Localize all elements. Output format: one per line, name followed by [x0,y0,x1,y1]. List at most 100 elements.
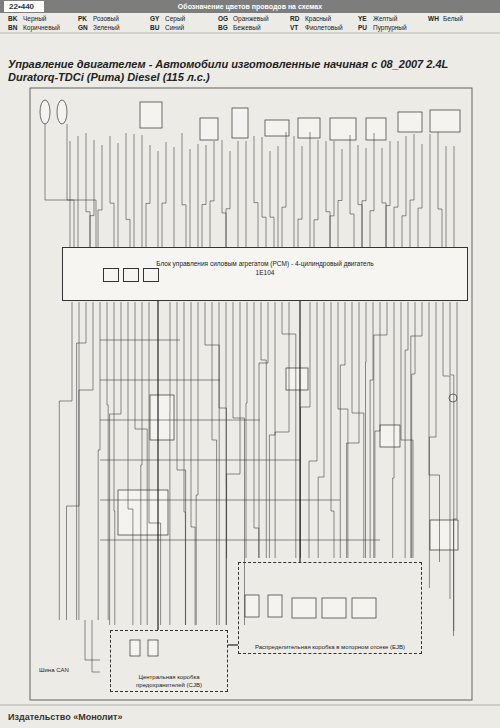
wire [59,302,72,620]
wire [401,302,413,558]
wire [100,420,260,421]
color-code: GY [150,15,159,23]
color-name: Черный [23,15,46,23]
wire [219,302,227,625]
wire [182,133,186,247]
wire [331,302,334,558]
wire [365,302,367,558]
color-name: Зеленый [93,24,120,32]
color-name: Серый [165,15,185,23]
wire [128,302,133,625]
wire [141,302,142,625]
box-label: Блок управления силовым агрегатом (PCM) … [69,260,461,269]
wire [100,460,300,461]
wire [100,500,340,501]
color-name: Пурпурный [373,24,407,32]
wire [210,141,214,247]
wire [226,302,227,625]
wire [310,132,311,247]
wire [174,147,175,247]
wire [382,148,386,247]
connector-window [123,268,139,282]
wire [269,302,275,558]
wire [158,151,159,247]
wire [110,136,114,247]
wire [418,144,422,247]
wire [86,133,90,247]
color-name: Красный [305,15,331,23]
color-code: GN [78,24,88,32]
power-feed-wire [299,301,300,562]
color-name: Фиолетовый [305,24,343,32]
wire [410,134,414,247]
wire [126,133,130,247]
component-symbols [40,100,460,656]
color-name: Белый [443,15,463,23]
wire [374,302,387,558]
color-name: Синий [165,24,184,32]
wire [411,302,422,558]
wire [212,302,217,625]
wire [254,302,259,558]
wire [246,302,247,558]
color-name: Бежевый [233,24,261,32]
wire [190,149,191,247]
wire [330,141,334,247]
wire [205,302,219,625]
wire [142,135,143,247]
color-name: Коричневый [23,24,60,32]
wire [77,302,86,620]
header-band [0,0,500,13]
wire [350,135,354,247]
wire [314,140,318,247]
wire [454,146,455,247]
wire [227,302,240,558]
wire [386,141,390,247]
wire [275,302,289,558]
wire [149,302,161,625]
wire [446,146,447,247]
wire [454,302,458,636]
wire [261,302,266,558]
color-code: VT [290,24,298,32]
wire-bundle [45,124,457,672]
wire [202,145,206,247]
wire [100,380,220,381]
wire [294,136,295,247]
publisher-footer: Издательство «Монолит» [8,712,123,723]
wire [169,302,170,625]
wire [370,302,373,558]
wire [429,302,436,588]
wire [394,141,398,247]
diagram-title: Управление двигателем - Автомобили изгот… [8,58,478,84]
component-code: 1E104 [69,269,461,278]
wire [340,302,345,558]
wire [338,149,342,247]
control-module-box: Блок управления силовым агрегатом (PCM) … [62,247,468,301]
color-code: BN [8,24,17,32]
wire [107,302,108,620]
wire [298,146,302,247]
wire [358,145,362,247]
wire [254,136,258,247]
wire [98,302,100,620]
wire [309,302,317,558]
legend-rule [0,33,500,34]
wire [134,134,135,247]
wire [270,151,274,247]
wire [67,124,96,247]
wire [370,133,374,247]
wire [402,136,406,247]
fuse-box: Центральная коробка предохранителей (CJB… [110,630,228,692]
power-feed-wire [157,301,158,630]
wire [114,302,116,625]
box-label: Центральная коробка предохранителей (CJB… [115,673,223,689]
fuse-box: Распределительная коробка в моторном отс… [238,562,422,654]
color-code: BK [8,15,17,23]
wire [405,302,408,558]
power-feed-wire [228,644,238,645]
wire [70,141,71,247]
connector-window [143,268,159,282]
wire [362,148,366,247]
